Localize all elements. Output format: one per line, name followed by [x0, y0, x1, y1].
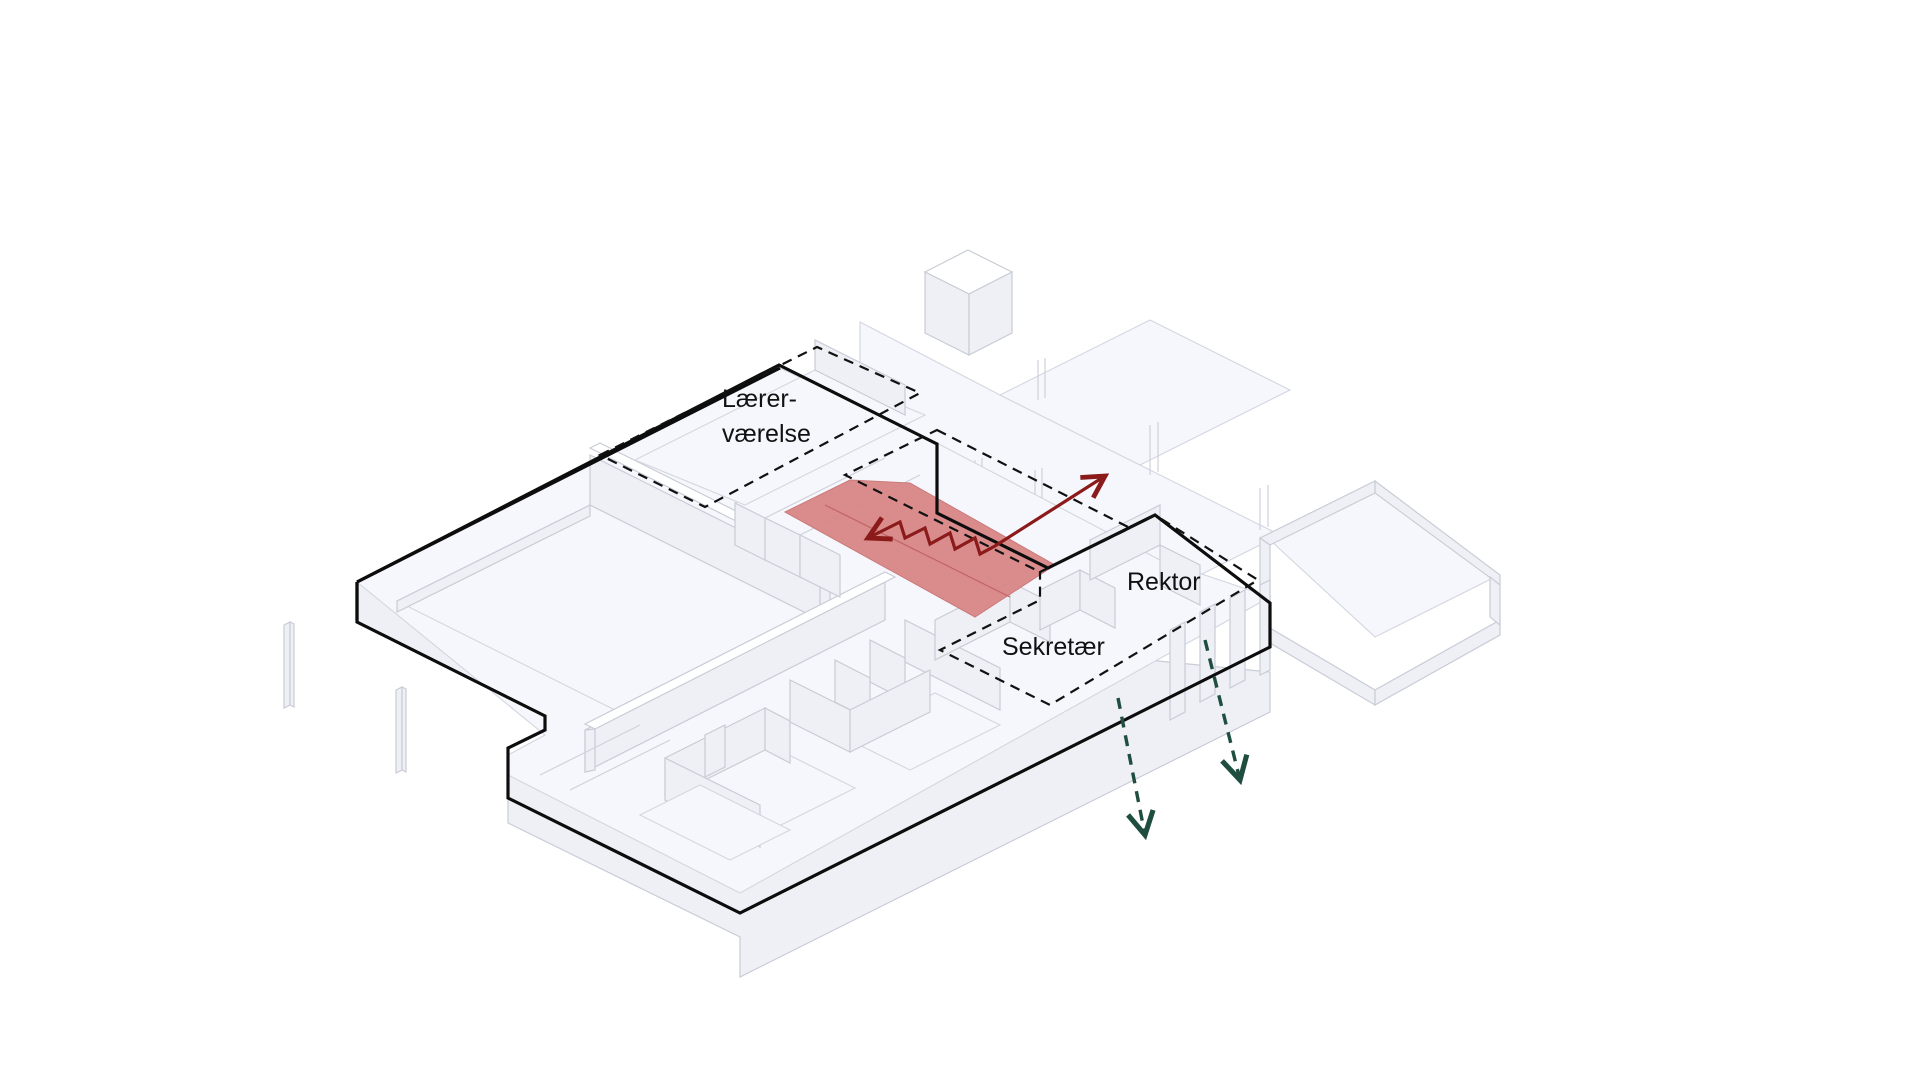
teachers-room-dashed-zone	[597, 345, 923, 509]
highlight-divider-line	[824, 504, 1011, 598]
zone-outline	[355, 363, 1272, 915]
green-dashed-arrow-left	[1116, 697, 1145, 835]
teachers-room-label-line1: Lærer-	[722, 385, 797, 413]
right-annex	[1258, 479, 1501, 707]
principal-label: Rektor	[1127, 568, 1201, 596]
teachers-room-label-line2: værelse	[722, 420, 811, 448]
green-dashed-arrow-right	[1203, 639, 1240, 780]
secretary-label: Sekretær	[1002, 633, 1105, 661]
standalone-posts	[283, 621, 407, 774]
red-zigzag-arrow	[868, 476, 1105, 557]
zone-outline-top-edge	[356, 366, 781, 584]
upper-context-building	[859, 249, 1292, 611]
office-dashed-zone	[937, 513, 1261, 707]
